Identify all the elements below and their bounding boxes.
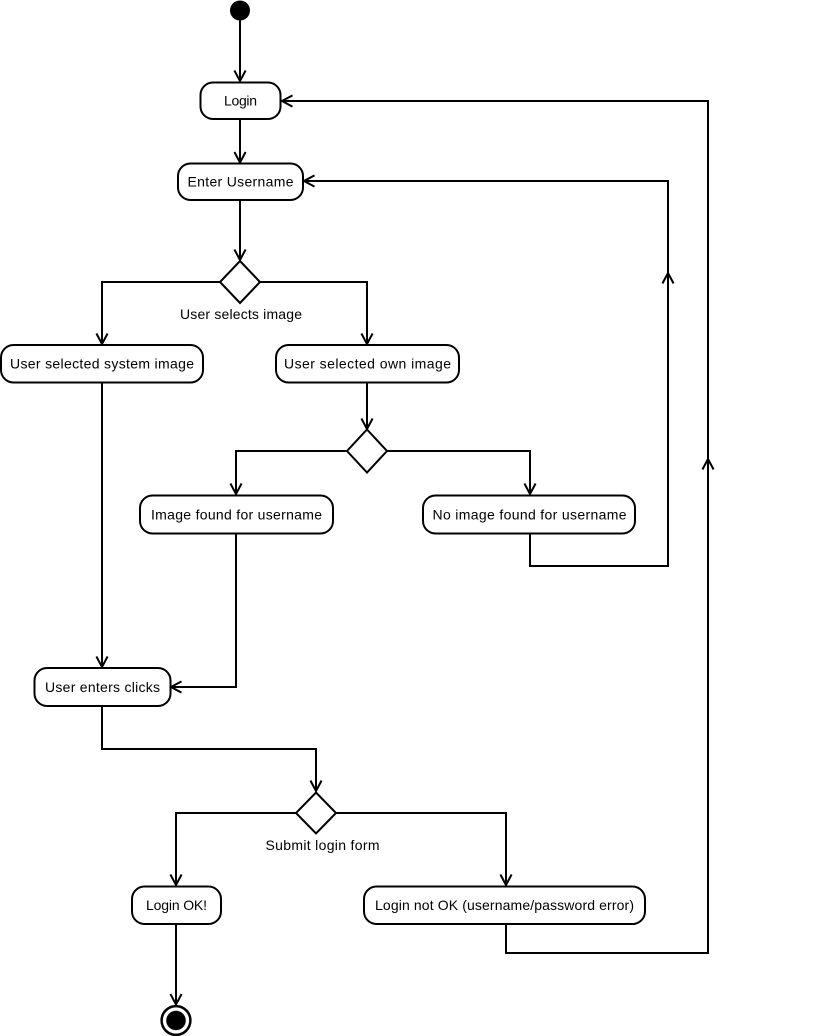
svg-text:Enter Username: Enter Username — [188, 174, 294, 190]
svg-text:Submit login form: Submit login form — [266, 837, 380, 853]
svg-text:Login not OK (username/passwor: Login not OK (username/password error) — [375, 897, 634, 913]
svg-text:User selects image: User selects image — [180, 306, 302, 322]
svg-text:Login: Login — [224, 93, 257, 109]
svg-text:User selected own image: User selected own image — [284, 356, 451, 372]
svg-text:Image found for username: Image found for username — [151, 507, 322, 523]
svg-text:User selected system image: User selected system image — [10, 356, 194, 372]
svg-text:User enters clicks: User enters clicks — [45, 679, 160, 695]
svg-text:Login OK!: Login OK! — [146, 897, 207, 913]
svg-text:No image found for username: No image found for username — [433, 507, 627, 523]
